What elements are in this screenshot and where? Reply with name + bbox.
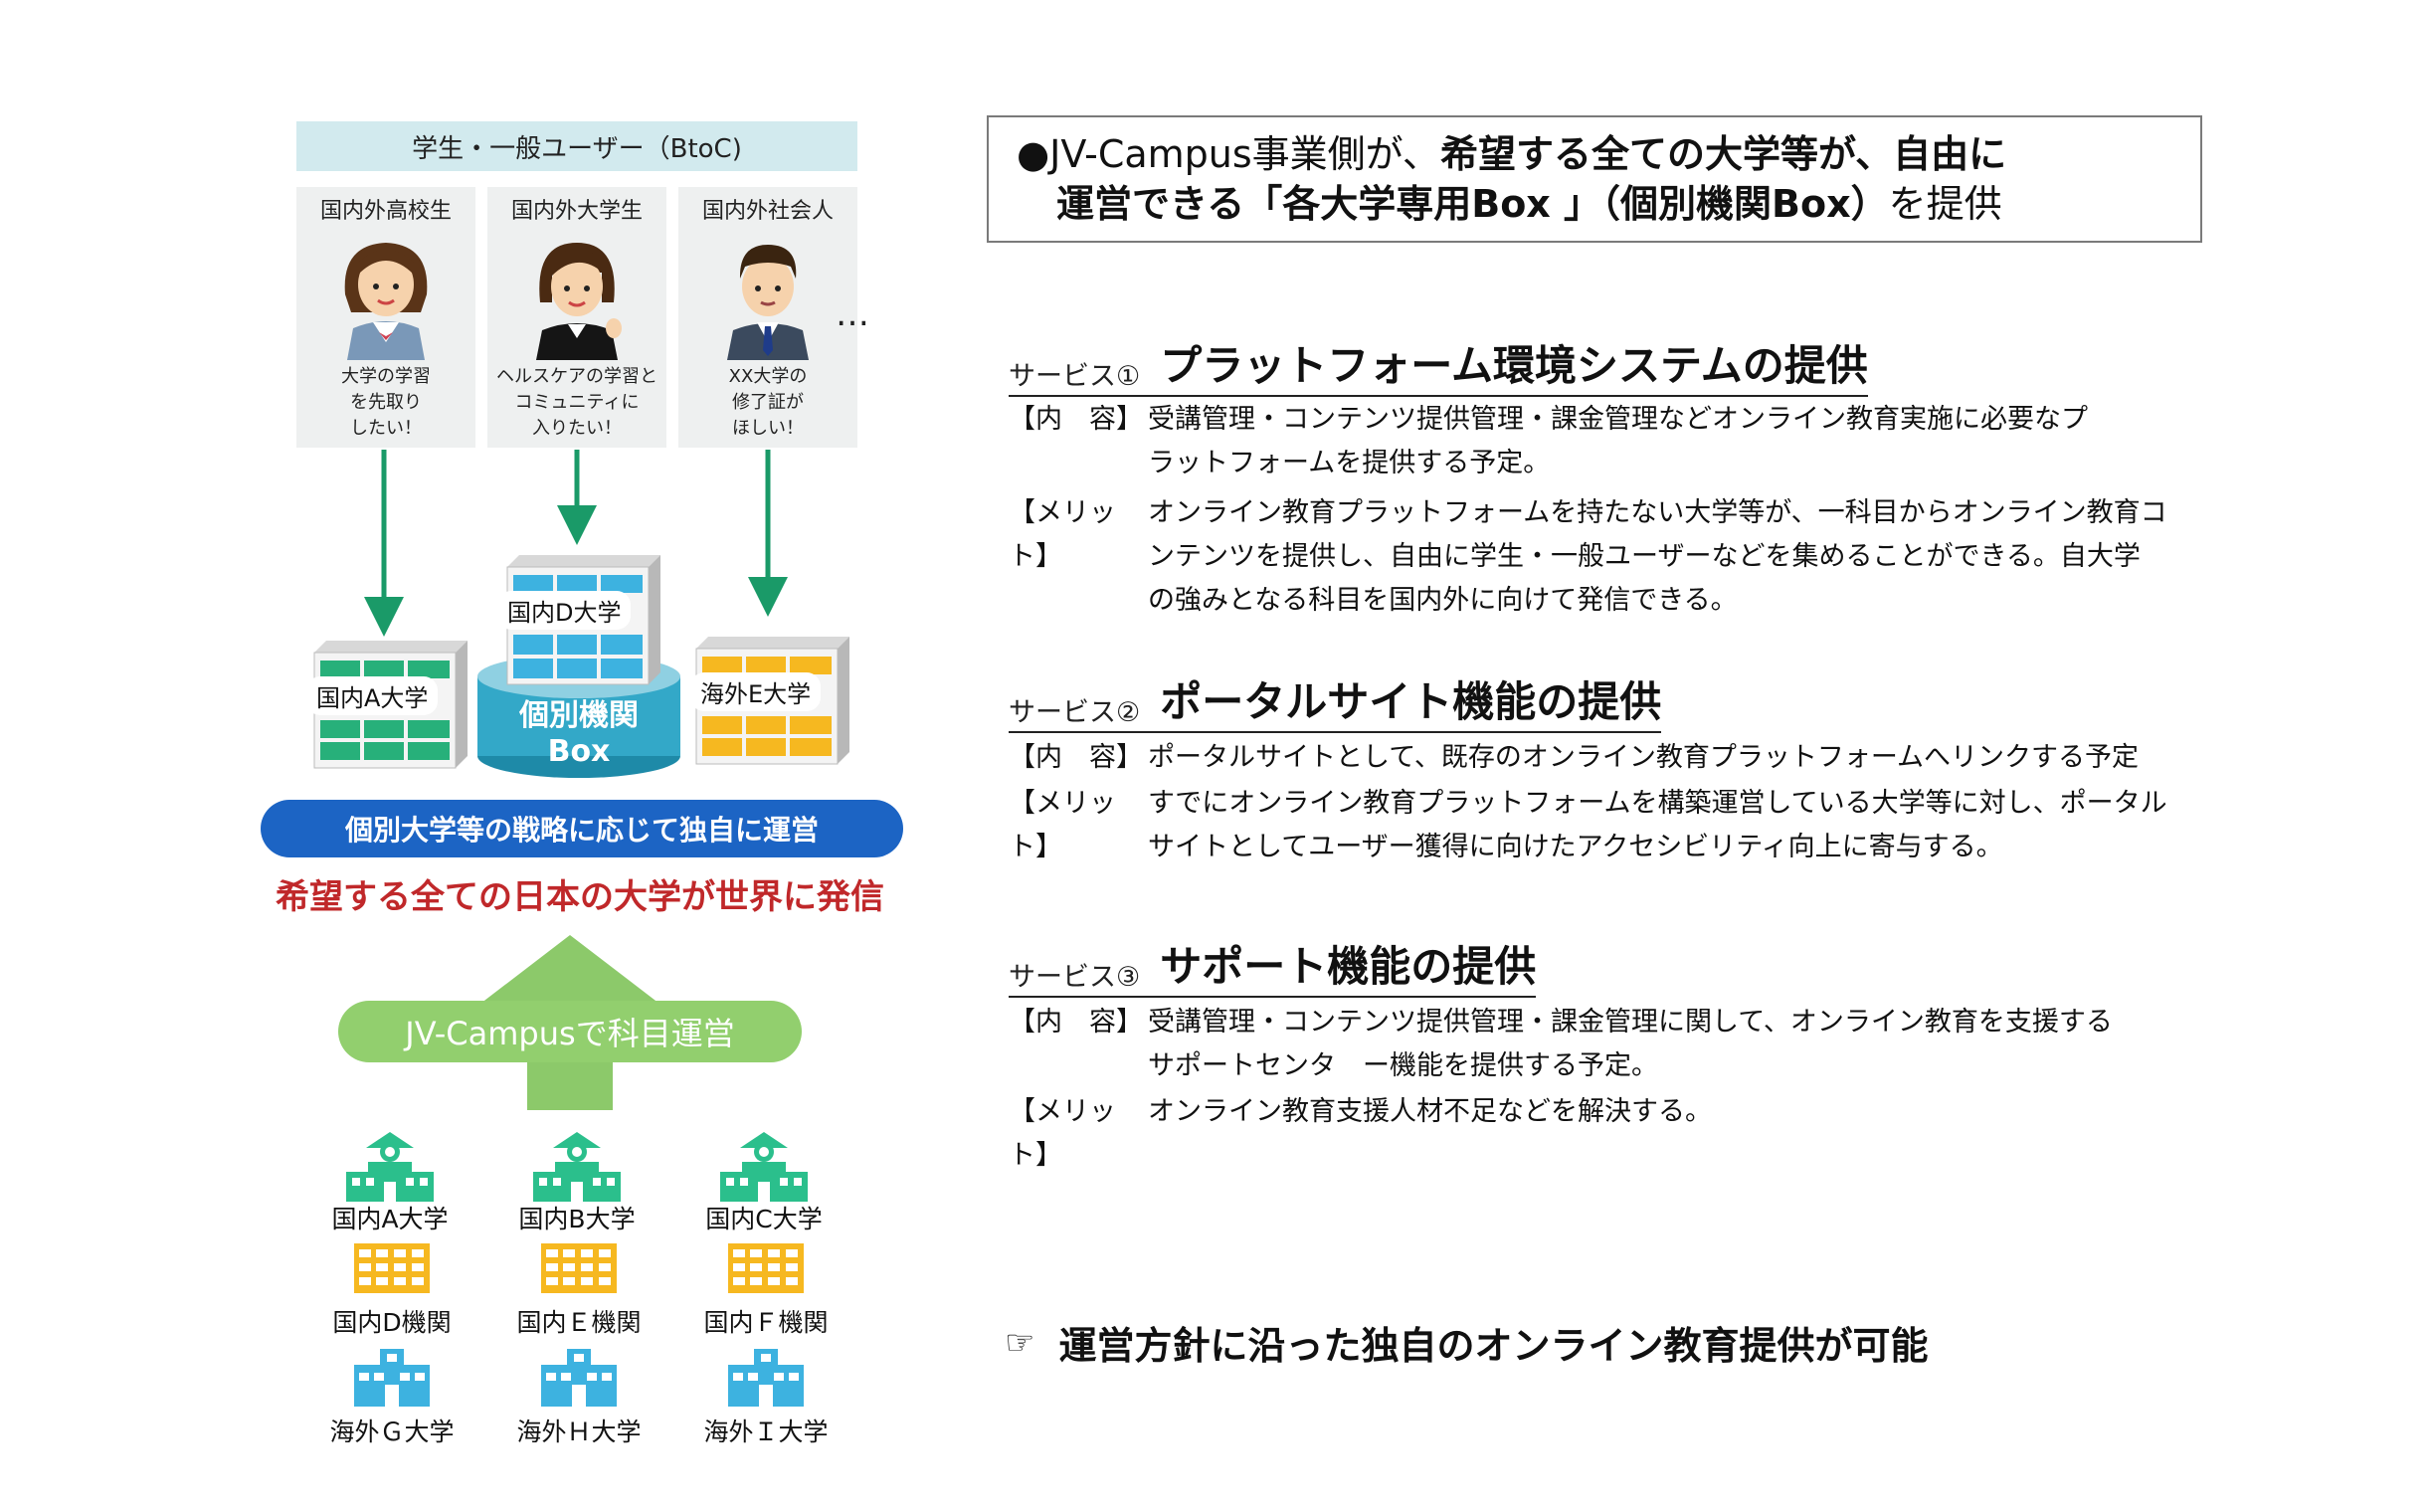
strategy-pill: 個別大学等の戦略に応じて独自に運営	[261, 800, 903, 857]
red-headline: 希望する全ての日本の大学が世界に発信	[276, 877, 884, 917]
box-overseas-e	[695, 637, 849, 765]
user-card-adult: 国内外社会人 XX大学の修了証がほしい！	[678, 187, 857, 448]
user-label: 国内外社会人	[701, 199, 834, 224]
user-text: XX大学の修了証がほしい！	[728, 366, 808, 439]
school-icon	[346, 1132, 434, 1202]
user-label: 国内外大学生	[510, 199, 643, 224]
overseas-building-icon	[354, 1349, 430, 1407]
conclusion-text: 運営方針に沿った独自のオンライン教育提供が可能	[1058, 1324, 1929, 1368]
user-label: 国内外高校生	[319, 199, 452, 224]
box-label-a: 国内A大学	[306, 676, 439, 715]
institution-label: 国内B大学	[518, 1205, 636, 1233]
school-icon	[720, 1132, 808, 1202]
individual-box-cylinder	[477, 655, 680, 778]
institution-label: 国内Ｅ機関	[516, 1308, 642, 1337]
institution-label: 海外Ｇ大学	[329, 1418, 455, 1446]
box-label-e: 海外E大学	[690, 672, 822, 711]
more-users-ellipsis: …	[836, 294, 875, 334]
user-text: 大学の学習を先取りしたい！	[341, 366, 431, 439]
overseas-building-icon	[541, 1349, 617, 1407]
highschool-student-icon	[344, 243, 428, 360]
working-adult-icon	[727, 245, 809, 360]
overseas-building-icon	[728, 1349, 804, 1407]
service-3-content: 【内 容】 受講管理・コンテンツ提供管理・課金管理に関して、オンライン教育を支援…	[1009, 1007, 2113, 1081]
service-1-content: 【内 容】 受講管理・コンテンツ提供管理・課金管理などオンライン教育実施に必要な…	[1009, 404, 2088, 478]
institution-label: 国内Ｆ機関	[703, 1308, 829, 1337]
user-text: ヘルスケアの学習とコミュニティに入りたい！	[496, 366, 657, 439]
conclusion: ☞ 運営方針に沿った独自のオンライン教育提供が可能	[1005, 1315, 1929, 1370]
institution-label: 国内A大学	[331, 1205, 449, 1233]
headline-box: ●JV-Campus事業側が、希望する全ての大学等が、自由に 運営できる「各大学…	[987, 115, 2202, 243]
institution-label: 海外Ｉ大学	[703, 1418, 829, 1446]
building-icon	[728, 1243, 804, 1293]
box-label-d: 国内D大学	[497, 591, 632, 630]
user-card-university: 国内外大学生 ヘルスケアの学習とコミュニティに入りたい！	[487, 187, 666, 448]
user-card-highschool: 国内外高校生 大学の学習を先取りしたい！	[296, 187, 475, 448]
service-2-merit: 【メリット】 すでにオンライン教育プラットフォームを構築運営している大学等に対し…	[1009, 788, 2167, 862]
jv-campus-pill: JV-Campusで科目運営	[338, 1001, 802, 1062]
university-student-icon	[536, 243, 622, 360]
building-icon	[541, 1243, 617, 1293]
users-title: 学生・一般ユーザー（BtoC)	[296, 121, 857, 171]
building-icon	[354, 1243, 430, 1293]
institution-label: 国内C大学	[705, 1205, 823, 1233]
pointing-hand-icon: ☞	[1005, 1322, 1035, 1363]
institution-label: 海外Ｈ大学	[516, 1418, 642, 1446]
institution-label: 国内D機関	[332, 1308, 452, 1337]
service-2-content: 【内 容】 ポータルサイトとして、既存のオンライン教育プラットフォームへリンクす…	[1009, 742, 2140, 773]
service-1-merit: 【メリット】 オンライン教育プラットフォームを持たない大学等が、一科目からオンラ…	[1009, 497, 2167, 616]
service-3-merit: 【メリット】 オンライン教育支援人材不足などを解決する。	[1009, 1096, 1712, 1171]
school-icon	[533, 1132, 621, 1202]
